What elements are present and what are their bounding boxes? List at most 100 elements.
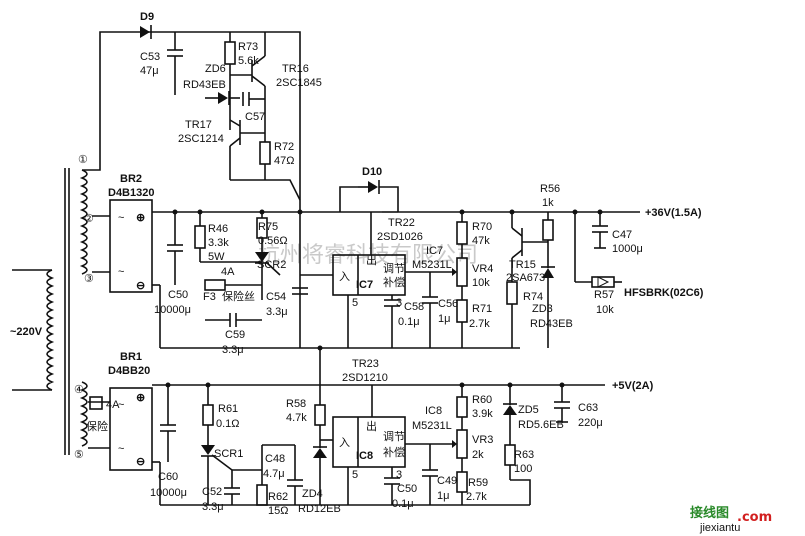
br1-ac2: ~ xyxy=(118,443,124,455)
r73-ref: R73 xyxy=(238,41,258,53)
r61-value: 0.1Ω xyxy=(216,418,240,430)
ic8-out: 出 xyxy=(366,419,377,433)
c63-value: 220μ xyxy=(578,417,603,429)
scr1-label: SCR1 xyxy=(214,448,243,460)
rail-36v: +36V(1.5A) xyxy=(645,207,702,219)
capacitor-c57 xyxy=(242,92,265,106)
resistor-r58 xyxy=(314,404,326,426)
c58-value: 0.1μ xyxy=(398,316,420,328)
scr2 xyxy=(255,252,281,300)
resistor-r57 xyxy=(591,276,615,288)
c60-value: 10000μ xyxy=(150,487,187,499)
tr16-ref: TR16 xyxy=(282,63,309,75)
capacitor-c50 xyxy=(167,244,183,252)
r58-ref: R58 xyxy=(286,398,306,410)
br2-value: D4B1320 xyxy=(108,187,154,199)
regulator-ic8 xyxy=(332,416,406,468)
zener-zd3 xyxy=(541,266,555,278)
lead-winding-1 xyxy=(82,31,301,200)
c53-ref: C53 xyxy=(140,51,160,63)
diode-d10 xyxy=(368,180,380,194)
br1-ref: BR1 xyxy=(120,351,142,363)
c48-ref: C48 xyxy=(265,453,285,465)
r62-value: 15Ω xyxy=(268,505,288,517)
r46-extra: 5W xyxy=(208,251,225,263)
capacitor-c60 xyxy=(160,424,176,432)
zd5-value: RD5.6EB xyxy=(518,419,564,431)
zd6-value: RD43EB xyxy=(183,79,226,91)
logo-com: .com xyxy=(737,510,772,525)
zd3-value: RD43EB xyxy=(530,318,573,330)
capacitor-c52 xyxy=(224,487,240,495)
zd3-ref: ZD3 xyxy=(532,303,553,315)
r59-value: 2.7k xyxy=(466,491,487,503)
zener-zd5 xyxy=(503,403,517,415)
r73-value: 5.6k xyxy=(238,55,259,67)
transistor-tr17 xyxy=(229,119,265,180)
r60-ref: R60 xyxy=(472,394,492,406)
br2-ac1: ~ xyxy=(118,212,124,224)
ic8-adj1: 调节 xyxy=(383,430,405,443)
br2-plus: ⊕ xyxy=(136,212,145,224)
mains-label: ~220V xyxy=(10,326,43,338)
pot-vr3 xyxy=(456,429,468,459)
resistor-r56 xyxy=(542,219,554,241)
r59-ref: R59 xyxy=(468,477,488,489)
r63-value: 100 xyxy=(514,463,532,475)
c47-value: 1000μ xyxy=(612,243,643,255)
c47-ref: C47 xyxy=(612,229,632,241)
r60-value: 3.9k xyxy=(472,408,493,420)
br1-minus: ⊖ xyxy=(136,456,145,468)
c50b-ref: C50 xyxy=(397,483,417,495)
zd4-value: RD12EB xyxy=(298,503,341,515)
transistor-tr22 xyxy=(340,211,398,232)
resistor-r72 xyxy=(259,141,271,165)
tr22-ref: TR22 xyxy=(388,217,415,229)
c57-label: C57 xyxy=(245,111,265,123)
zd6-ref: ZD6 xyxy=(205,63,226,75)
c49-value: 1μ xyxy=(437,490,449,502)
fuse-lower-label: 保险 xyxy=(86,419,108,433)
c52-ref: C52 xyxy=(202,486,222,498)
resistor-r46 xyxy=(194,225,206,249)
c54-value: 3.3μ xyxy=(266,306,288,318)
tr22-value: 2SD1026 xyxy=(377,231,423,243)
vr4-value: 10k xyxy=(472,277,490,289)
winding-4: ④ xyxy=(74,384,84,396)
r57-value: 10k xyxy=(596,304,614,316)
ic7-pin5: 5 xyxy=(352,297,358,309)
br1-ac1: ~ xyxy=(118,399,124,411)
zener-zd6 xyxy=(205,91,240,105)
fuse-lower xyxy=(89,396,103,410)
c49-ref: C49 xyxy=(437,475,457,487)
logo-site: jiexiantu xyxy=(699,522,740,534)
bridge-br2 xyxy=(109,199,153,293)
ic8-adj2: 补偿 xyxy=(383,445,405,459)
r70-ref: R70 xyxy=(472,221,492,233)
resistor-r74 xyxy=(506,281,518,305)
vr3-ref: VR3 xyxy=(472,434,493,446)
diode-d9 xyxy=(140,25,152,39)
r72-value: 47Ω xyxy=(274,155,294,167)
d10-label: D10 xyxy=(362,166,382,178)
r46-ref: R46 xyxy=(208,223,228,235)
br2-minus: ⊖ xyxy=(136,280,145,292)
r72-ref: R72 xyxy=(274,141,294,153)
r56-value: 1k xyxy=(542,197,554,209)
c56-ref: C56 xyxy=(438,298,458,310)
c52-value: 3.3μ xyxy=(202,501,224,513)
tr16-value: 2SC1845 xyxy=(276,77,322,89)
tr17-value: 2SC1214 xyxy=(178,133,224,145)
vr3-value: 2k xyxy=(472,449,484,461)
capacitor-c49 xyxy=(422,469,438,477)
ic8-ref: IC8 xyxy=(356,450,373,462)
tr23-value: 2SD1210 xyxy=(342,372,388,384)
capacitor-c53 xyxy=(167,49,183,57)
winding-5: ⑤ xyxy=(74,449,84,461)
r63-ref: R63 xyxy=(514,449,534,461)
c48-value: 4.7μ xyxy=(263,468,285,480)
transistor-tr16 xyxy=(230,32,266,130)
ic7-ref-top: IC7 xyxy=(426,245,443,257)
resistor-r61 xyxy=(202,404,214,426)
tr15-ref: TR15 xyxy=(509,259,536,271)
